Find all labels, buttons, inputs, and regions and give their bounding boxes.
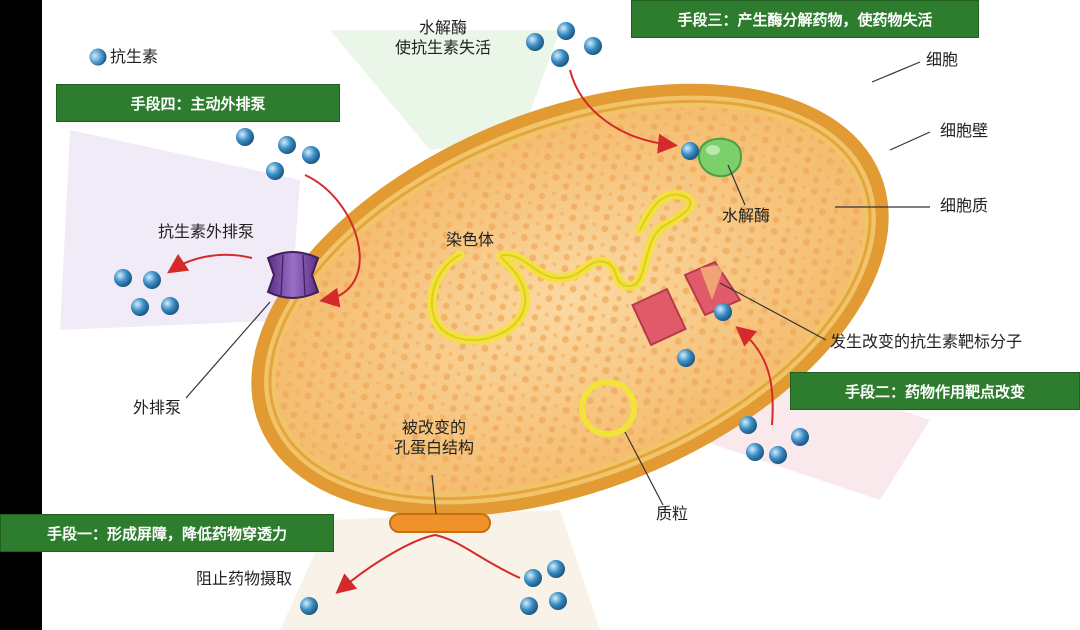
label-efflux-pump: 外排泵 <box>133 398 181 418</box>
label-hydrolase-top: 水解酶 使抗生素失活 <box>368 18 518 58</box>
antibiotic-dot <box>520 597 538 615</box>
antibiotic-dot <box>236 128 254 146</box>
label-block-uptake: 阻止药物摄取 <box>196 569 292 589</box>
antibiotic-dot <box>549 592 567 610</box>
label-porin-line2: 孔蛋白结构 <box>374 438 494 458</box>
label-hydrolase: 水解酶 <box>722 206 770 226</box>
antibiotic-legend-icon <box>90 51 104 65</box>
efflux-pump <box>268 252 318 298</box>
antibiotic-dot <box>746 443 764 461</box>
antibiotic-dot <box>547 560 565 578</box>
antibiotic-dot <box>266 162 284 180</box>
antibiotic-dot <box>526 33 544 51</box>
antibiotic-dot <box>769 446 787 464</box>
label-cytoplasm: 细胞质 <box>940 196 988 216</box>
label-porin-line1: 被改变的 <box>374 418 494 438</box>
label-cell: 细胞 <box>926 50 958 70</box>
altered-porin <box>390 514 490 532</box>
hydrolase-enzyme <box>699 139 741 177</box>
antibiotic-dot <box>714 303 732 321</box>
antibiotic-dot <box>584 37 602 55</box>
antibiotic-dot <box>143 271 161 289</box>
antibiotic-dot <box>557 22 575 40</box>
banner-mechanism-3: 手段三：产生酶分解药物，使药物失活 <box>631 0 979 38</box>
hydrolase-highlight <box>706 145 720 155</box>
antibiotic-dot <box>131 298 149 316</box>
antibiotic-dot <box>161 297 179 315</box>
label-hydrolase-top-line2: 使抗生素失活 <box>368 38 518 58</box>
label-cell-wall: 细胞壁 <box>940 121 988 141</box>
antibiotic-dot <box>681 142 699 160</box>
antibiotic-dot <box>551 49 569 67</box>
label-chromosome: 染色体 <box>446 230 494 250</box>
antibiotic-dot <box>300 597 318 615</box>
legend: 抗生素 <box>90 47 158 67</box>
antibiotic-dot <box>524 569 542 587</box>
antibiotic-dot <box>677 349 695 367</box>
label-plasmid: 质粒 <box>656 504 688 524</box>
legend-antibiotic-label: 抗生素 <box>110 47 158 66</box>
banner-mechanism-4: 手段四：主动外排泵 <box>56 84 340 122</box>
banner-mechanism-2: 手段二：药物作用靶点改变 <box>790 372 1080 410</box>
banner-mechanism-1: 手段一：形成屏障，降低药物穿透力 <box>0 514 334 552</box>
antibiotic-dot <box>278 136 296 154</box>
antibiotic-dot <box>739 416 757 434</box>
label-efflux-pump-antibiotic: 抗生素外排泵 <box>158 222 254 242</box>
antibiotic-dot <box>302 146 320 164</box>
antibiotic-dot <box>114 269 132 287</box>
antibiotic-dot <box>791 428 809 446</box>
label-hydrolase-top-line1: 水解酶 <box>368 18 518 38</box>
label-porin: 被改变的 孔蛋白结构 <box>374 418 494 458</box>
label-target-molecule: 发生改变的抗生素靶标分子 <box>830 332 1022 352</box>
